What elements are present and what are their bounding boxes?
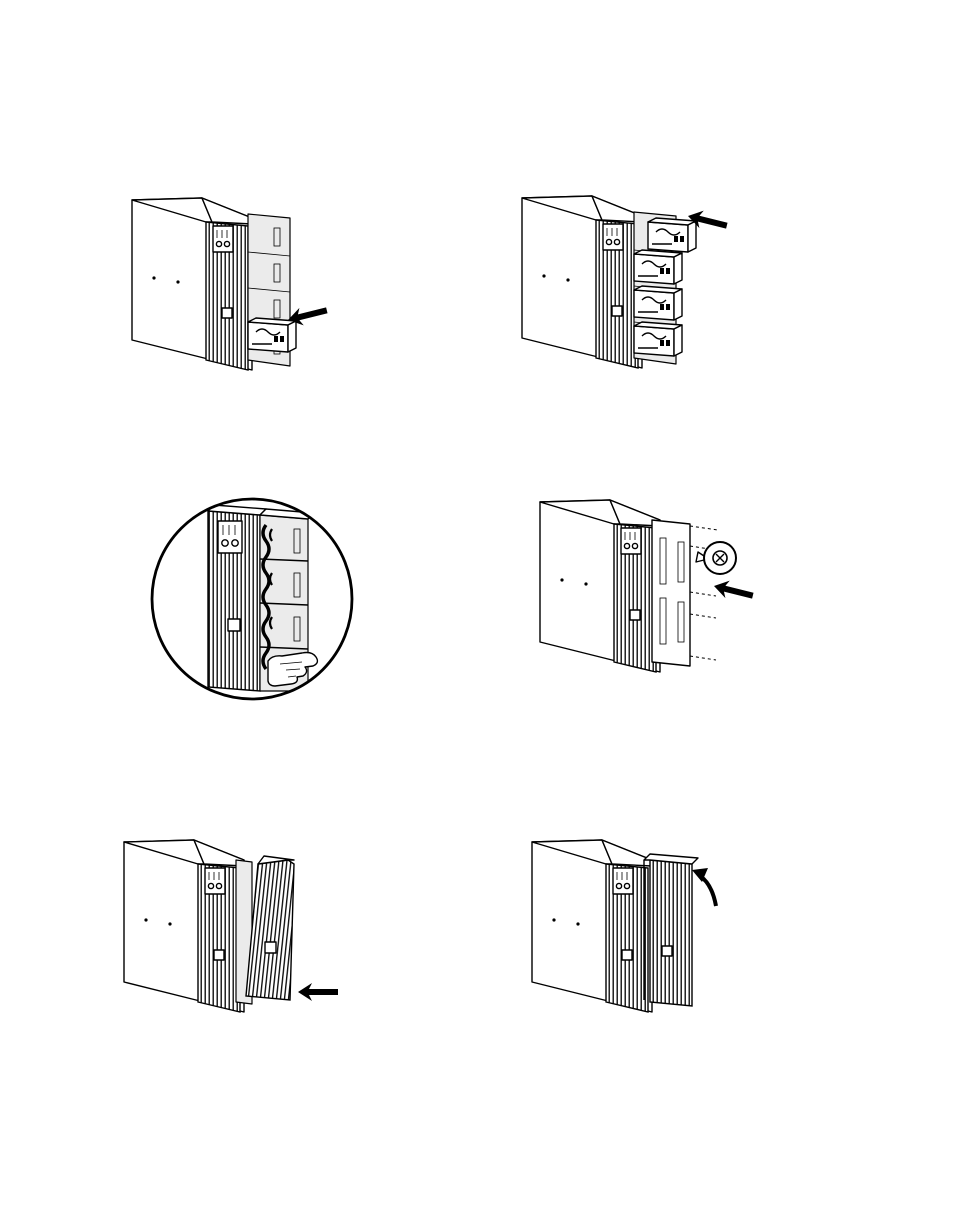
step-4-attach-bracket-screws xyxy=(528,490,768,670)
step-6-snap-bezel-closed xyxy=(520,830,760,1020)
ups-tower xyxy=(540,500,660,672)
step-3-connect-battery-cables xyxy=(148,495,368,710)
screw-icon xyxy=(696,542,736,574)
curved-arrow-icon xyxy=(692,868,716,906)
ups-tower xyxy=(124,840,244,1012)
battery-module xyxy=(634,322,682,356)
arrow-left-icon xyxy=(298,983,338,1001)
battery-module xyxy=(634,250,682,284)
ups-tower xyxy=(132,198,252,370)
ups-tower xyxy=(522,196,642,368)
battery-module xyxy=(248,318,296,352)
ups-tower xyxy=(532,840,652,1012)
battery-module xyxy=(648,218,696,252)
battery-bezel xyxy=(246,860,294,1000)
battery-module xyxy=(634,286,682,320)
step-1-insert-lower-battery xyxy=(120,190,360,380)
battery-bezel xyxy=(650,860,692,1006)
step-5-attach-front-bezel xyxy=(112,830,352,1015)
step-2-insert-upper-battery xyxy=(512,190,752,380)
arrow-left-icon xyxy=(712,577,755,604)
